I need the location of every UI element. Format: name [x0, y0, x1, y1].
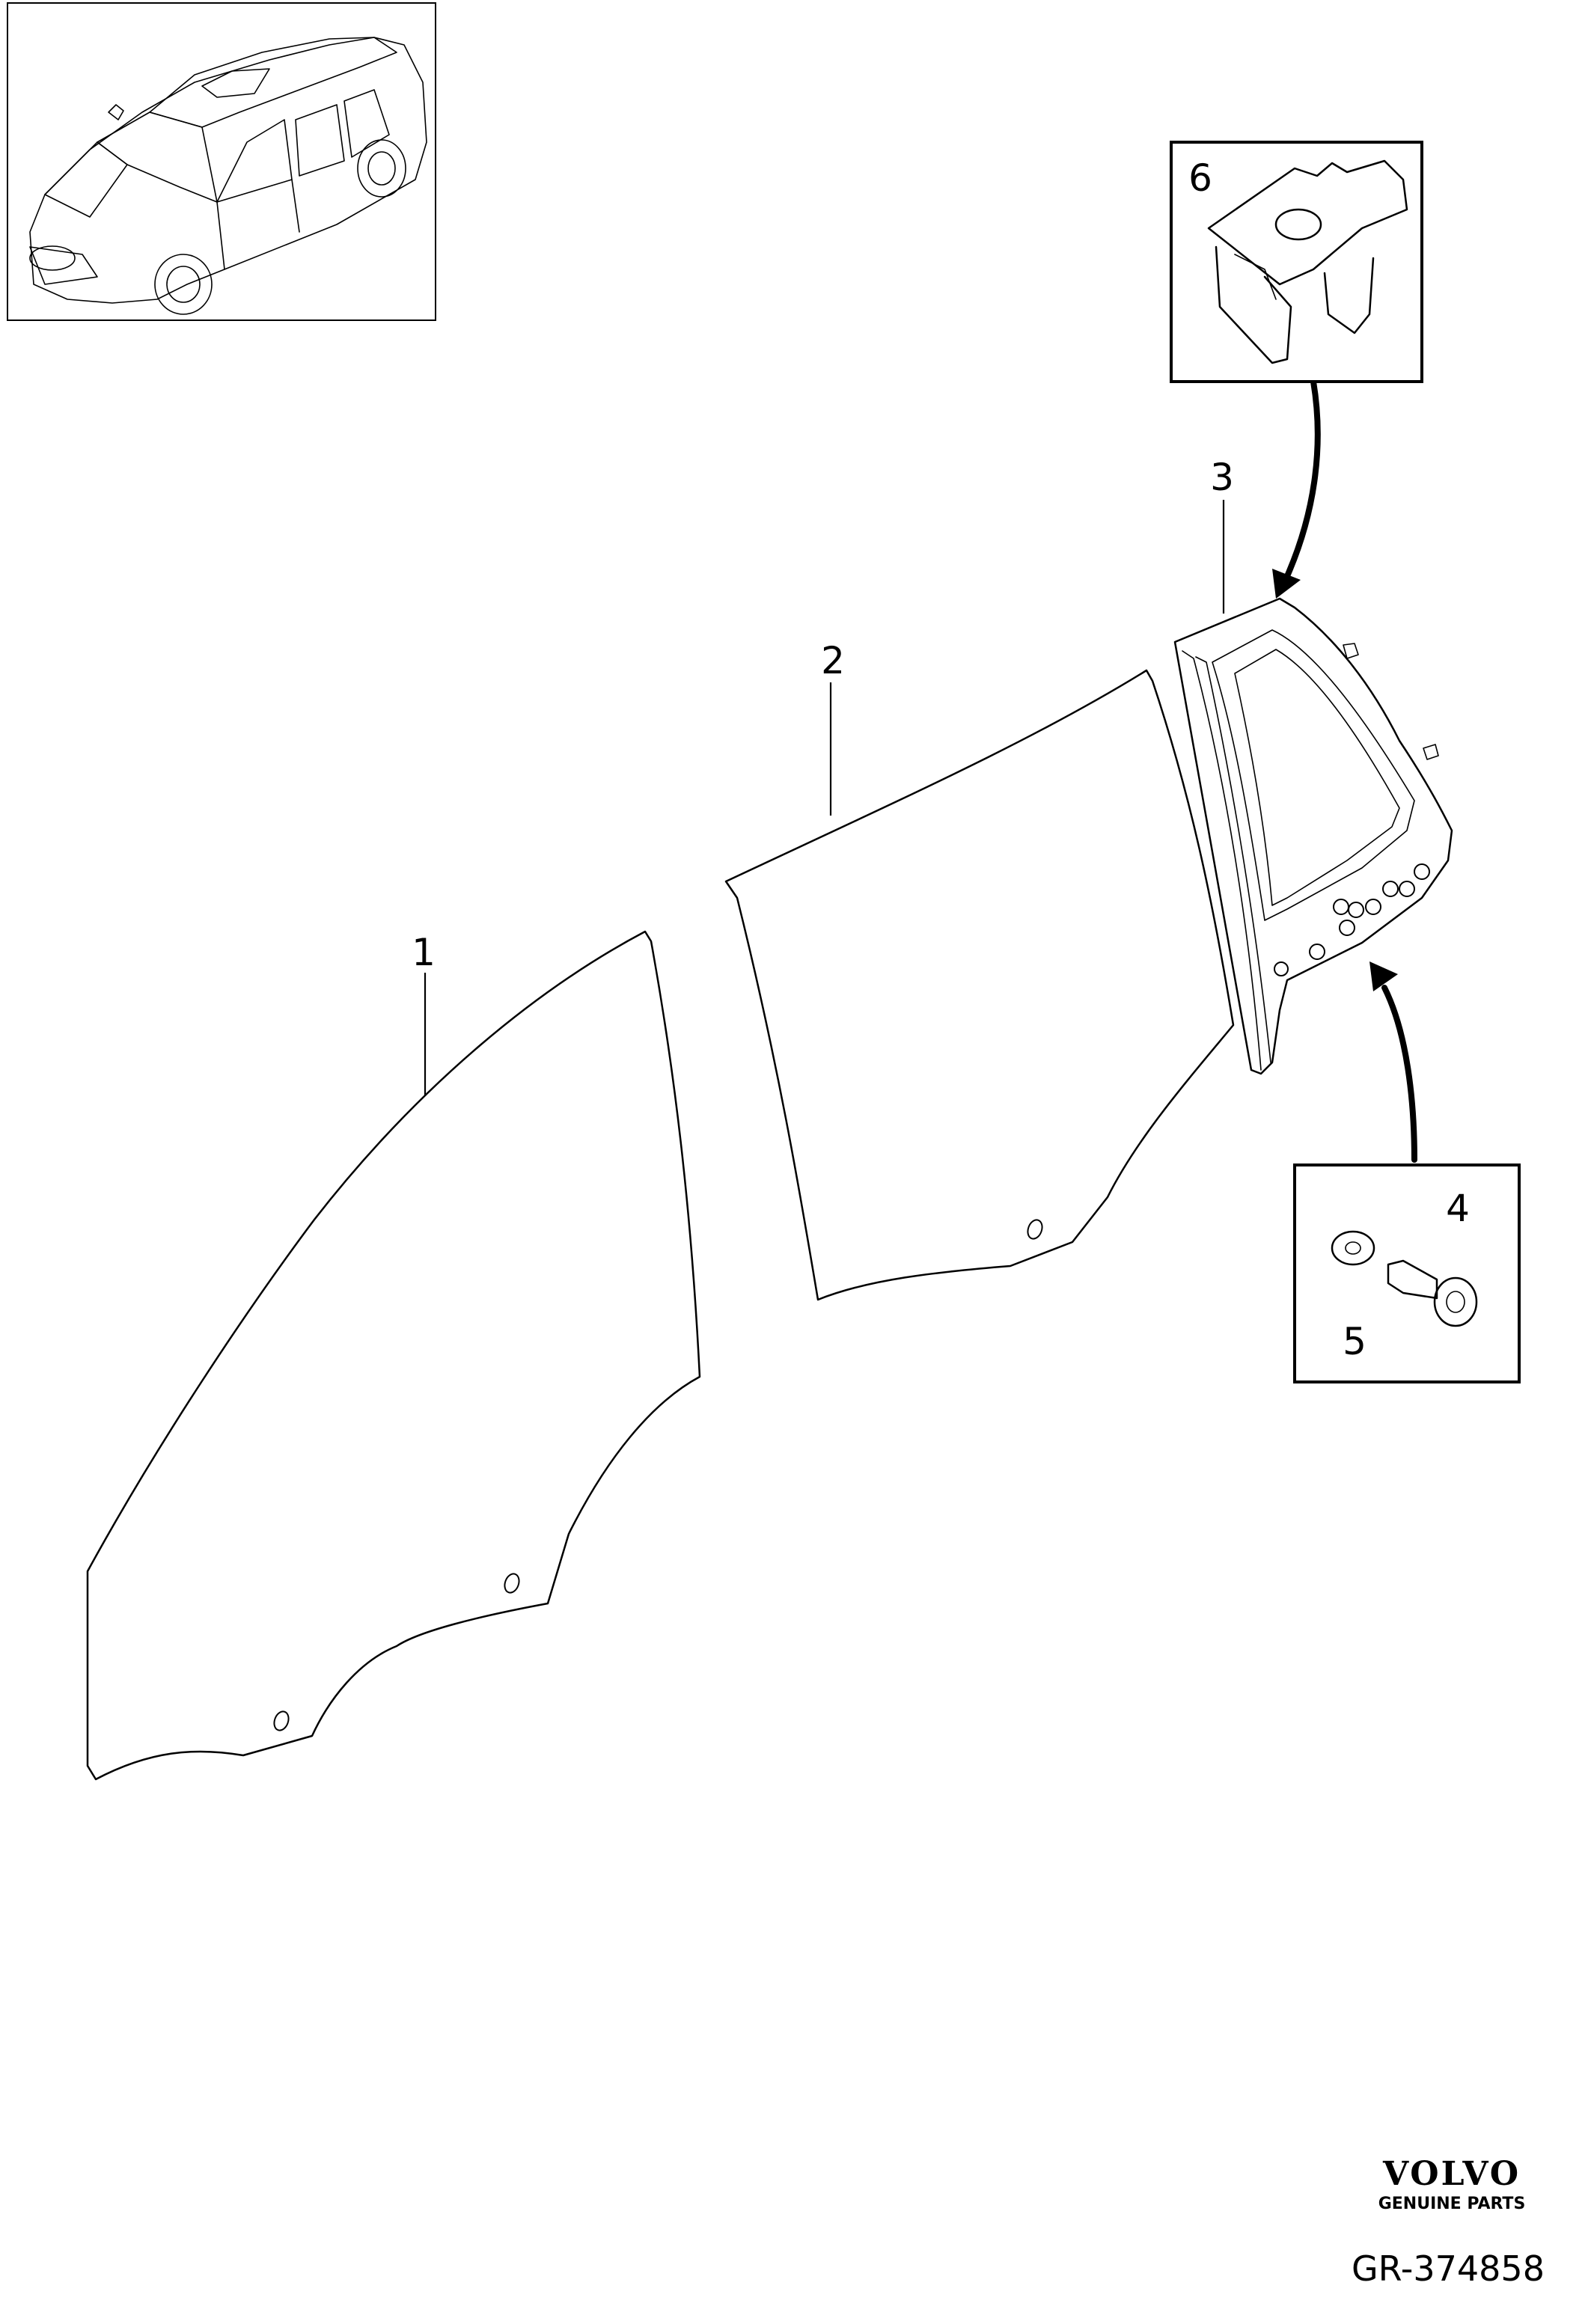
fastener-detail-box: [1293, 1163, 1521, 1383]
washer-icon: [1331, 1230, 1375, 1266]
callout-4: 4: [1446, 1187, 1470, 1230]
rear-quarter-glass-frame: [1173, 597, 1453, 1075]
car-illustration: [29, 37, 427, 315]
arrows: [1272, 379, 1417, 1163]
reference-number: GR-374858: [1352, 2248, 1545, 2289]
callout-3: 3: [1210, 456, 1234, 499]
callout-6: 6: [1188, 156, 1212, 200]
screw-icon: [1387, 1259, 1478, 1327]
clip-detail-box: [1170, 141, 1423, 383]
callout-1: 1: [412, 931, 436, 974]
rear-door-glass: [724, 669, 1235, 1301]
brand-logo: VOLVO: [1382, 2155, 1521, 2193]
callout-2: 2: [821, 639, 845, 682]
clip-icon: [1207, 159, 1408, 364]
vehicle-overview-thumbnail: [7, 2, 436, 321]
callout-5: 5: [1343, 1320, 1366, 1363]
brand-tagline: GENUINE PARTS: [1378, 2195, 1526, 2213]
front-door-glass: [86, 930, 701, 1781]
